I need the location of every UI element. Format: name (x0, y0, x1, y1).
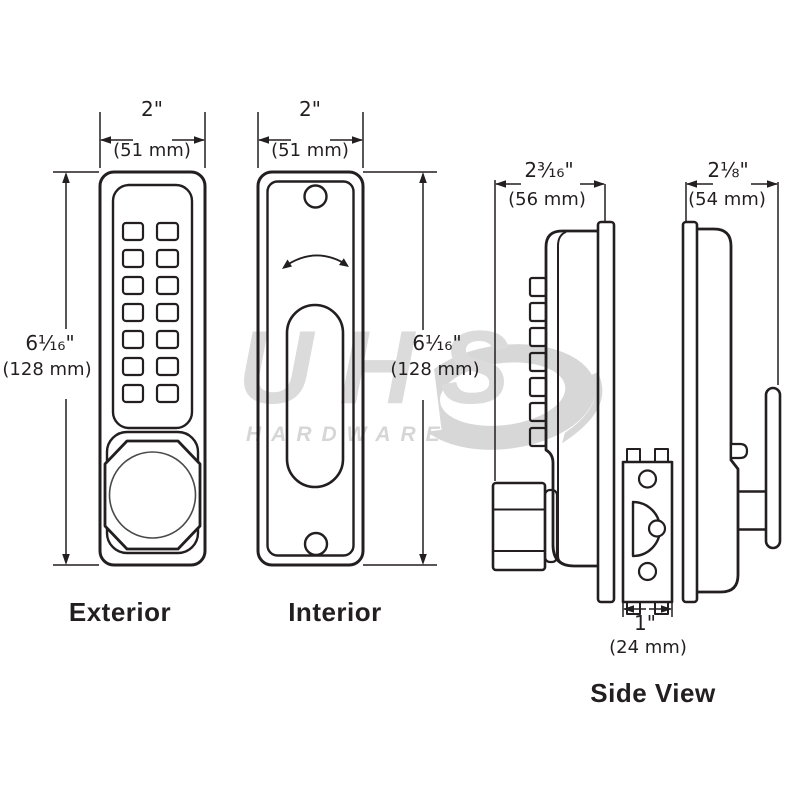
interior-plate-inner (266, 180, 355, 557)
latch-width-dimension (622, 603, 673, 617)
latch-width-value: 1" (634, 611, 656, 635)
latch-assembly (621, 448, 674, 615)
side-front-body-outline (544, 229, 598, 568)
interior-height-dimension (363, 171, 437, 566)
latch-plunger (647, 519, 667, 538)
side-front-bezel-line (557, 231, 567, 565)
exterior-body-outline (98, 170, 207, 567)
interior-width-metric: (51 mm) (271, 140, 349, 161)
exterior-height-value: 6¹⁄₁₆" (25, 331, 75, 355)
exterior-view-label: Exterior (68, 597, 172, 627)
exterior-height-dimension (53, 171, 99, 566)
side-back-stop-tab (729, 442, 749, 460)
interior-height-metric: (128 mm) (390, 359, 480, 380)
side-back-depth-dimension (685, 180, 779, 385)
side-front-depth-metric: (56 mm) (508, 189, 586, 210)
exterior-height-metric: (128 mm) (2, 359, 92, 380)
side-view-back-profile (681, 220, 782, 604)
interior-rotation-arrow-right (339, 258, 349, 267)
side-back-thumbturn-lever (764, 386, 782, 550)
exterior-keypad-panel (111, 183, 194, 430)
side-front-knob (491, 481, 547, 572)
exterior-knob-bezel (103, 439, 202, 551)
interior-rotation-arrow-left (282, 259, 292, 269)
side-front-mounting-plate (596, 220, 616, 604)
side-front-depth-dimension (494, 180, 606, 481)
exterior-width-dimension (99, 112, 206, 168)
interior-thumbturn-slot (285, 303, 345, 489)
side-view-label: Side View (590, 678, 716, 708)
interior-rotation-arc (283, 254, 348, 268)
side-front-knob-neck (543, 488, 559, 564)
exterior-knob (108, 451, 197, 539)
interior-bottom-screw (303, 531, 329, 557)
interior-width-dimension (257, 112, 364, 168)
exterior-keypad-buttons (121, 221, 180, 404)
side-front-depth-value: 2³⁄₁₆" (524, 158, 574, 182)
watermark-brand-text: UHS (238, 310, 536, 426)
latch-tab-top-left (626, 448, 641, 463)
latch-screw-bottom (637, 561, 658, 582)
latch-faceplate (621, 460, 674, 604)
side-front-button-bumps (528, 276, 548, 448)
side-back-depth-value: 2⅛" (707, 158, 749, 182)
latch-screw-top (637, 469, 658, 489)
interior-width-value: 2" (299, 97, 321, 121)
side-back-body-outline (697, 227, 740, 594)
latch-width-metric: (24 mm) (609, 637, 687, 658)
interior-view-label: Interior (288, 597, 382, 627)
side-back-depth-metric: (54 mm) (688, 189, 766, 210)
interior-view (256, 170, 365, 567)
side-back-mounting-plate (681, 220, 699, 604)
side-view-front-profile (491, 220, 616, 604)
interior-height-value: 6¹⁄₁₆" (412, 331, 462, 355)
interior-plate-outline (256, 170, 365, 567)
exterior-width-value: 2" (141, 97, 163, 121)
interior-top-screw (303, 184, 328, 209)
latch-tab-top-right (654, 448, 669, 463)
exterior-view (98, 170, 207, 567)
exterior-width-metric: (51 mm) (113, 140, 191, 161)
